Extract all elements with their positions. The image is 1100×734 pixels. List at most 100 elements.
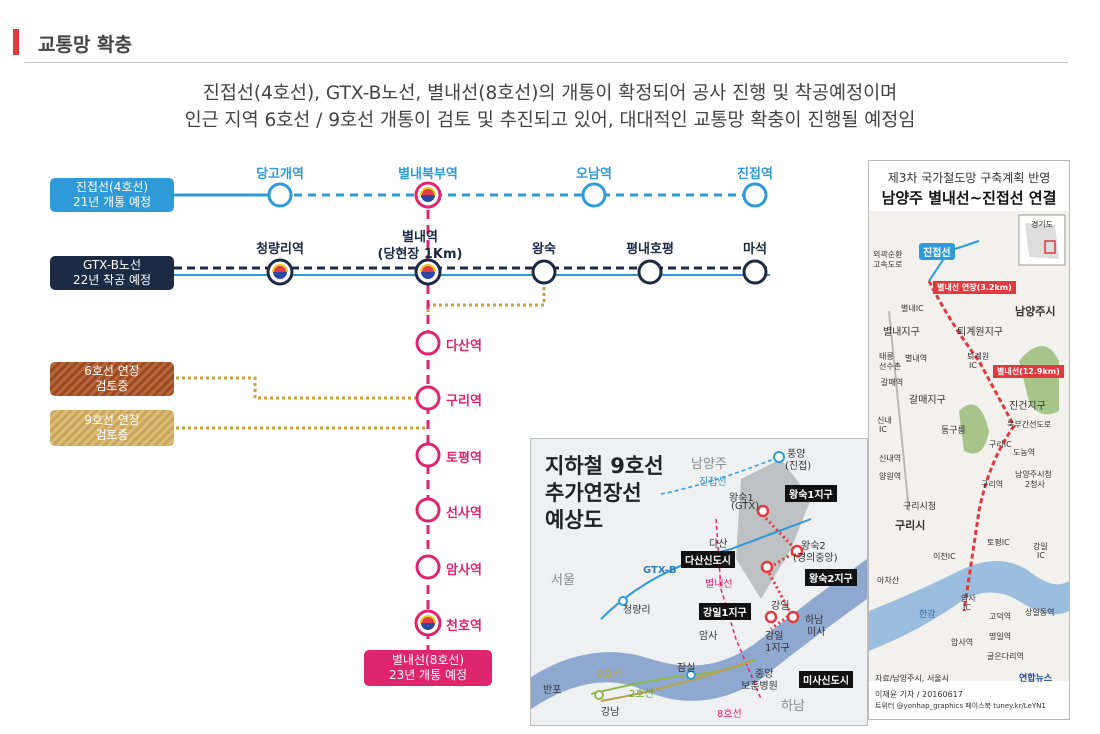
map8-label-godeokyeok: 고덕역 xyxy=(989,612,1012,621)
page-title: 교통망 확충 xyxy=(38,34,133,56)
byeollae-jinjeop-map: 제3차 국가철도망 구축계획 반영 남양주 별내선~진접선 연결 외곽순환 고속… xyxy=(868,160,1070,720)
map8-label-bukbu-road: 북부간선도로 xyxy=(1007,420,1052,429)
map8-label-expressway1: 외곽순환 xyxy=(873,250,903,259)
map8-label-byeollaeyeok: 별내역 xyxy=(905,354,928,363)
map8-label-taereung: 태릉 xyxy=(879,352,894,361)
station-guri xyxy=(415,385,441,411)
map9-tag-gangil1: 강일1지구 xyxy=(699,603,751,620)
station-label-byeollae: 별내역 xyxy=(402,230,438,245)
map9-tag-wangsuk1: 왕숙1지구 xyxy=(785,485,837,502)
map9-label-jinjeop-paren: (진접) xyxy=(785,461,812,472)
map8-source: 자료/남양주시, 서울시 xyxy=(875,674,950,683)
station-label-dasan: 다산역 xyxy=(446,339,482,354)
line6-badge-subtitle: 검토중 xyxy=(95,379,129,393)
station-label-byeollae-note: (당현장 1Km) xyxy=(377,247,463,262)
map8-label-achasan: 아차산 xyxy=(877,576,900,585)
map9-tag-wangsuk2: 왕숙2지구 xyxy=(805,569,857,586)
station-amsa xyxy=(415,554,441,580)
line8-badge-title: 별내선(8호선) xyxy=(391,653,465,667)
map8-label-topyeongic: 토평IC xyxy=(987,538,1010,547)
map8-tag-extension: 별내선 연장(3.2km) xyxy=(933,281,1016,294)
map9-label-gangil-2: 강일 xyxy=(765,631,784,642)
map8-label-myeongilyeok: 명일역 xyxy=(989,632,1012,641)
map8-label-donggureung: 동구릉 xyxy=(941,426,966,436)
map8-label-sinnae: 신내 xyxy=(877,416,892,425)
gtx-extension-dotted xyxy=(426,275,546,318)
line6-badge-title: 6호선 연장 xyxy=(84,364,140,378)
map9-label-8line: 8호선 xyxy=(717,709,742,720)
line6-badge: 6호선 연장 검토중 xyxy=(50,362,174,396)
summary-line-1: 진접선(4호선), GTX-B노선, 별내선(8호선)의 개통이 확정되어 공사… xyxy=(202,83,898,104)
line6-badge-bg xyxy=(50,362,174,396)
line9-badge: 9호선 연장 검토중 xyxy=(50,410,174,446)
map8-label-seonsuchon: 선수촌 xyxy=(879,362,902,371)
map8-label-toegyewon-ic: IC xyxy=(969,361,977,370)
map8-label-galmaejigu: 갈매지구 xyxy=(909,395,946,406)
map8-label-yangwonyeok: 양원역 xyxy=(879,472,902,481)
map9-label-hanam: 하남 xyxy=(805,615,824,626)
map8-tag-byeollaeseon: 별내선(12.9km) xyxy=(993,365,1064,378)
map8-label-amsa-ic: IC xyxy=(963,603,971,612)
line9-badge-bg xyxy=(50,410,174,446)
station-onam xyxy=(581,182,607,208)
map8-label-gangil-ic: IC xyxy=(1037,551,1045,560)
taegeuk-icon xyxy=(414,609,442,637)
map8-label-amsayeok: 암사역 xyxy=(951,638,974,647)
map9-tag-misa: 미사신도시 xyxy=(799,671,853,688)
header-divider xyxy=(24,62,1068,63)
station-label-jinjeop: 진접역 xyxy=(737,167,773,182)
map8-title2: 남양주 별내선~진접선 연결 xyxy=(881,189,1057,207)
summary-text: 진접선(4호선), GTX-B노선, 별내선(8호선)의 개통이 확정되어 공사… xyxy=(0,80,1100,134)
station-label-byeollaebukbu: 별내북부역 xyxy=(398,167,458,182)
header-accent-bar xyxy=(13,29,19,55)
map9-label-wangsuk2: 왕숙2 xyxy=(801,541,826,552)
map8-label-sinnaeyeok: 신내역 xyxy=(879,454,902,463)
map9-title-line3: 예상도 xyxy=(545,508,603,532)
map8-reporter: 이재윤 기자 / 20160617 xyxy=(875,690,963,699)
map8-label-gangil: 강일 xyxy=(1033,542,1048,551)
map9-label-namyangju: 남양주 xyxy=(691,457,727,472)
gtx-badge-subtitle: 22년 착공 예정 xyxy=(72,273,152,287)
station-label-maseok: 마석 xyxy=(743,242,767,257)
station-wangsuk xyxy=(531,259,557,285)
map9-label-9line: 9호선 xyxy=(597,669,622,680)
taegeuk-icon xyxy=(414,258,442,286)
map9-label-dasan: 다산 xyxy=(709,539,728,550)
map9-label-cheongnyangni: 청량리 xyxy=(623,605,651,616)
taegeuk-icon xyxy=(414,181,442,209)
line8-badge: 별내선(8호선) 23년 개통 예정 xyxy=(364,650,492,686)
summary-line-2: 인근 지역 6호선 / 9호선 개통이 검토 및 추진되고 있어, 대대적인 교… xyxy=(184,110,916,131)
station-label-danggogae: 당고개역 xyxy=(256,167,304,182)
line6-extension-dotted xyxy=(176,376,428,400)
map8-label-guriyeok: 구리역 xyxy=(981,480,1004,489)
map9-label-hanam-region: 하남 xyxy=(781,699,805,714)
line4-badge: 진접선(4호선) 21년 개통 예정 xyxy=(50,178,174,212)
map8-label-donongyeok: 도농역 xyxy=(1013,448,1036,457)
map9-label-misa: 미사 xyxy=(807,627,826,638)
map9-label-jamsil: 잠실 xyxy=(677,663,696,674)
map9-label-1jigu: 1지구 xyxy=(765,643,790,654)
map8-label-expressway2: 고속도로 xyxy=(873,260,903,269)
map8-label-amsa: 암사 xyxy=(961,594,976,603)
map8-label-gureundariyeok: 굴은다리역 xyxy=(987,652,1024,661)
line9-badge-title: 9호선 연장 xyxy=(84,413,140,427)
map9-tag-dasan: 다산신도시 xyxy=(681,551,735,568)
station-label-topyeong: 토평역 xyxy=(446,451,482,466)
map9-title-line2: 추가연장선 xyxy=(545,481,642,505)
map8-label-toegyewonjigu: 퇴계원지구 xyxy=(957,327,1003,338)
map9-label-byeollaeseon: 별내선 xyxy=(705,579,733,590)
map9-label-pungyang: 풍양 xyxy=(787,449,806,460)
map9-label-gtx-paren: (GTX) xyxy=(731,501,760,512)
map8-label-guriic: 구리IC xyxy=(989,440,1012,449)
station-dasan xyxy=(415,330,441,356)
line4-badge-title: 진접선(4호선) xyxy=(75,180,149,194)
map8-label-icheonic: 이천IC xyxy=(933,552,956,561)
map8-label-byeollaeic: 별내IC xyxy=(901,304,924,313)
map9-label-gangil: 강일 xyxy=(771,601,790,612)
station-label-cheonho: 천호역 xyxy=(446,619,482,634)
map8-label-sangildongyeok: 상일동역 xyxy=(1025,608,1055,617)
station-danggogae xyxy=(267,182,293,208)
line9-extension-map: 지하철 9호선 추가연장선 예상도 남양주 풍양 (진접) 진접선 왕숙1 (G… xyxy=(530,438,868,726)
map8-social: 트위터 @yonhap_graphics 페이스북 tuney.kr/LeYN1 xyxy=(875,702,1046,710)
